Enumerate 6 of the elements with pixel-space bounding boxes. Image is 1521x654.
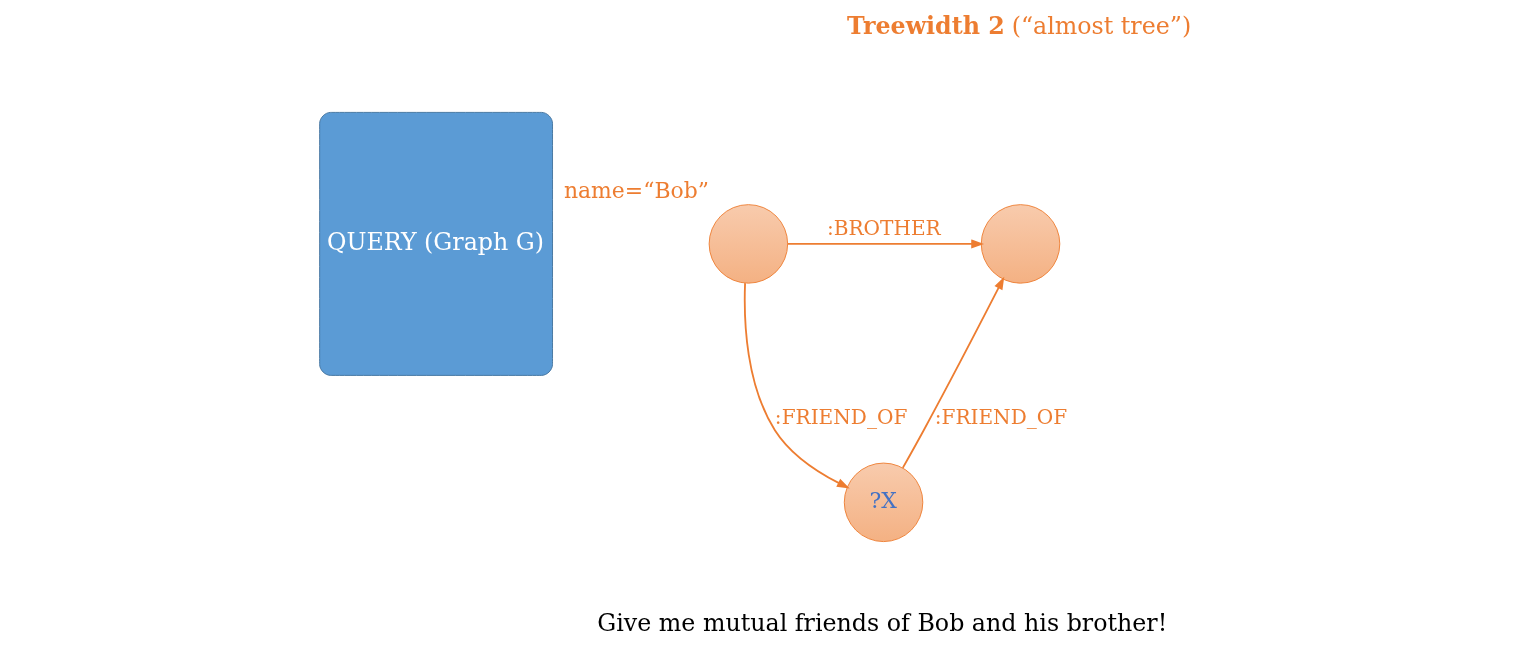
edge-label: :FRIEND_OF (774, 405, 908, 430)
label: Give me mutual friends of Bob and his brother! (597, 608, 1168, 637)
edge-label: :FRIEND_OF (934, 405, 1068, 430)
edge-label: :BROTHER (826, 216, 941, 241)
label: Treewidth 2 (“almost tree”) (847, 11, 1192, 40)
node-label: name=“Bob” (563, 178, 709, 204)
